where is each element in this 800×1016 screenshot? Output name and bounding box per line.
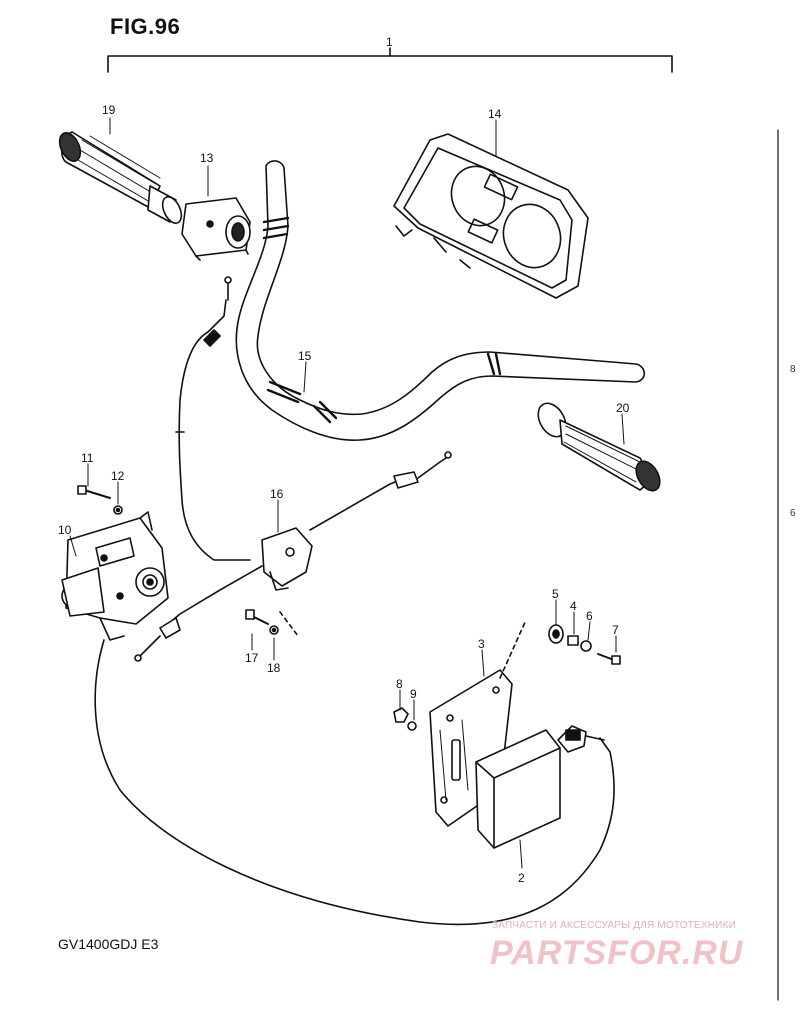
bolt-17-washer-18 bbox=[245, 609, 279, 635]
leader-lines bbox=[69, 117, 625, 869]
edge-mark-top: 8 bbox=[790, 364, 796, 375]
edge-mark-bottom: 6 bbox=[790, 508, 796, 519]
nut-8-washer-9 bbox=[393, 707, 417, 731]
cable-junction bbox=[134, 451, 452, 662]
assembly-bracket bbox=[107, 47, 673, 73]
callout-7: 7 bbox=[612, 623, 619, 637]
watermark-tagline: ЗАПЧАСТИ И АКСЕССУАРЫ ДЛЯ МОТОТЕХНИКИ bbox=[492, 920, 737, 931]
callout-4: 4 bbox=[570, 599, 577, 613]
callout-18: 18 bbox=[267, 661, 281, 675]
callout-1: 1 bbox=[386, 35, 393, 49]
watermark-logo: PARTSFOR.RU bbox=[490, 934, 744, 972]
callout-19: 19 bbox=[102, 103, 116, 117]
callout-13: 13 bbox=[200, 151, 214, 165]
throttle-cable bbox=[175, 276, 251, 561]
callout-17: 17 bbox=[245, 651, 259, 665]
callout-3: 3 bbox=[478, 637, 485, 651]
callout-6: 6 bbox=[586, 609, 593, 623]
throttle-housing bbox=[181, 197, 251, 261]
right-grip bbox=[537, 402, 661, 492]
callout-5: 5 bbox=[552, 587, 559, 601]
callout-11: 11 bbox=[81, 451, 94, 465]
callout-12: 12 bbox=[111, 469, 125, 483]
callout-labels: 1 19 13 14 15 20 16 11 12 10 17 18 3 5 4… bbox=[58, 35, 630, 885]
callout-8: 8 bbox=[396, 677, 403, 691]
model-code: GV1400GDJ E3 bbox=[58, 936, 159, 952]
control-module bbox=[475, 725, 605, 849]
callout-10: 10 bbox=[58, 523, 72, 537]
callout-15: 15 bbox=[298, 349, 312, 363]
callout-16: 16 bbox=[270, 487, 284, 501]
callout-9: 9 bbox=[410, 687, 417, 701]
callout-2: 2 bbox=[518, 871, 525, 885]
handlebar bbox=[235, 160, 646, 441]
cruise-actuator bbox=[61, 511, 169, 641]
callout-20: 20 bbox=[616, 401, 630, 415]
callout-14: 14 bbox=[488, 107, 502, 121]
figure-title: FIG.96 bbox=[110, 14, 181, 39]
meter-cover bbox=[393, 133, 589, 299]
mount-hardware bbox=[548, 624, 621, 665]
left-grip bbox=[58, 131, 183, 224]
screw-11-washer-12 bbox=[77, 485, 123, 515]
control-cable bbox=[94, 639, 615, 926]
